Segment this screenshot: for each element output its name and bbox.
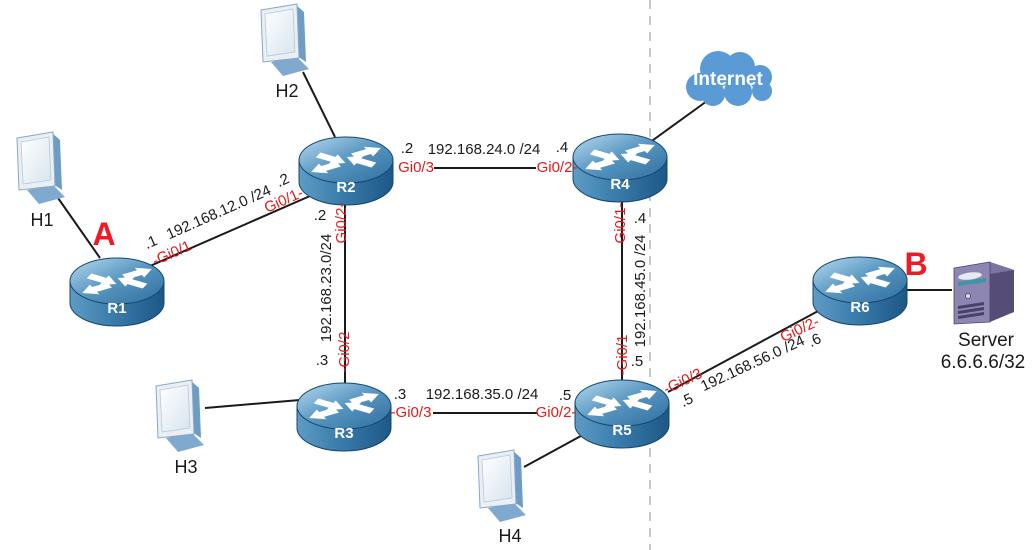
node-router-r5: R5 [572,375,672,451]
link-h1-r1 [57,197,101,259]
pc-icon [253,0,317,78]
node-router-r4: R4 [570,129,670,205]
label-r3-r5-near-ip: .3 [393,386,407,403]
node-host-h4 [470,446,534,524]
host-h3-label: H3 [174,457,198,477]
link-r1-r2 [149,195,311,267]
link-h4-r5 [523,430,591,468]
label-r3-r5-network: 192.168.35.0 /24 [425,386,539,403]
host-h4-label: H4 [498,526,522,546]
label-r3-r5-far-if: Gi0/2- [535,404,577,421]
label-r3-r5-near-if: -Gi0/3 [390,404,432,421]
label-r3-r5-far-ip: .5 [558,387,572,404]
label-r2-r4-far-ip: .4 [555,139,569,156]
host-h1-label: H1 [30,210,54,230]
label-r4-r5-near-ip: .4 [633,210,647,227]
label-r2-r4-near-ip: .2 [400,140,414,157]
router-r4-label: R4 [610,176,630,193]
link-h3-r3 [204,399,301,409]
label-r2-r3-near-ip: .2 [313,207,327,224]
label-r2-r3-network: 192.168.23.0/24 [318,233,335,343]
marker-a: A [92,216,116,252]
label-r4-r5-network: 192.168.45.0 /24 [632,234,649,348]
server-label: Server [958,330,1014,351]
node-router-r3: R3 [294,378,394,454]
label-r2-r3-far-if: -Gi0/2 [336,331,353,373]
label-r2-r4-network: 192.168.24.0 /24 [427,141,541,158]
router-r3-label: R3 [334,425,354,442]
node-host-h2 [253,0,317,78]
router-r1-label: R1 [107,300,127,317]
server-address-label: 6.6.6.6/32 [940,352,1026,373]
link-r5-r6 [667,309,821,393]
label-r2-r3-far-ip: .3 [315,352,329,369]
router-r5-label: R5 [612,422,632,439]
pc-icon [9,128,73,206]
label-r2-r4-far-if: Gi0/2- [536,159,578,176]
internet-label: Internet [693,69,763,90]
node-host-h1 [9,128,73,206]
node-server [946,250,1026,326]
node-host-h3 [148,376,212,454]
link-h2-r2 [302,71,336,138]
marker-b: B [904,246,928,282]
server-icon [946,250,1026,326]
link-r4-internet [648,100,708,144]
router-r6-label: R6 [850,299,870,316]
node-router-r2: R2 [296,132,396,208]
pc-icon [148,376,212,454]
host-h2-label: H2 [275,81,299,101]
node-router-r1: R1 [67,253,167,329]
pc-icon [470,446,534,524]
router-icon [294,378,394,454]
label-r4-r5-far-ip: .5 [630,353,644,370]
router-r2-label: R2 [336,179,356,196]
node-router-r6: R6 [810,252,910,328]
label-r2-r4-near-if: Gi0/3 [398,159,434,176]
